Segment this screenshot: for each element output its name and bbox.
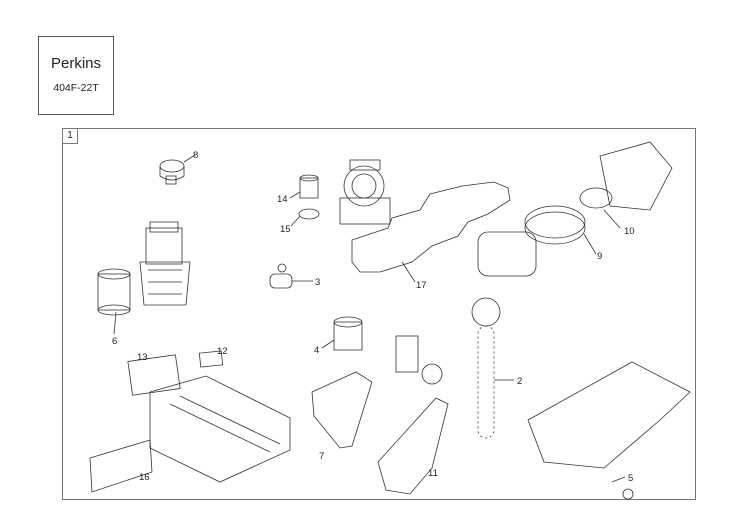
callout-9: 9	[597, 251, 602, 262]
gasket-12-part	[198, 350, 224, 368]
section-label: 1	[62, 128, 78, 144]
callout-3: 3	[315, 277, 320, 288]
parts-area	[62, 128, 696, 500]
callout-13: 13	[137, 352, 148, 363]
belt-11-part	[377, 397, 449, 495]
air-filter-part	[477, 205, 597, 277]
gasket-13-part	[127, 354, 181, 396]
callout-14: 14	[277, 194, 288, 205]
dipstick-part	[471, 297, 514, 439]
callout-8: 8	[193, 150, 198, 161]
filler-cap-part	[159, 154, 196, 185]
fuel-filter-part	[97, 221, 191, 335]
callout-12: 12	[217, 346, 228, 357]
callout-11: 11	[428, 468, 438, 479]
valve-part	[269, 263, 313, 289]
oil-pan-part	[527, 361, 691, 469]
callout-7: 7	[319, 451, 324, 462]
brand-name: Perkins	[50, 55, 102, 72]
callout-2: 2	[517, 376, 522, 387]
panel-filter-part	[89, 439, 153, 493]
callout-labels: 8 14 15 3 17 9 10 6 4 2 13 12 7 11 16 5	[112, 150, 635, 484]
callout-6: 6	[112, 336, 117, 347]
callout-15: 15	[280, 224, 291, 235]
callout-4: 4	[314, 345, 319, 356]
gasket-part	[351, 181, 511, 273]
oil-filter-part	[321, 316, 443, 385]
belt-7-part	[311, 371, 373, 449]
callout-16: 16	[139, 472, 150, 483]
radiator-part	[149, 375, 291, 483]
air-housing-part	[579, 141, 673, 229]
pump-housing-part	[339, 159, 391, 225]
model-number: 404F-22T	[53, 82, 99, 94]
callout-17: 17	[416, 280, 427, 291]
callout-5: 5	[628, 473, 633, 484]
title-block: Perkins 404F-22T	[38, 36, 114, 115]
callout-10: 10	[624, 226, 635, 237]
small-filter-part	[289, 174, 320, 227]
